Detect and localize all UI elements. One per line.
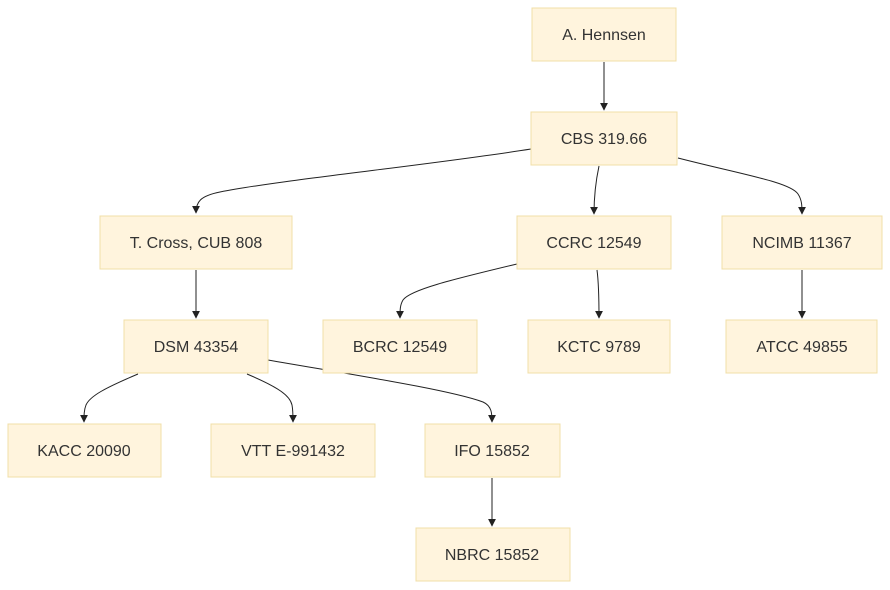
- edge-cbs-ncimb: [677, 157, 806, 215]
- node-cross-label: T. Cross, CUB 808: [130, 235, 263, 252]
- node-ncimb: NCIMB 11367: [721, 215, 883, 270]
- node-kacc: KACC 20090: [7, 423, 162, 478]
- node-kctc: KCTC 9789: [527, 319, 671, 374]
- node-atcc-label: ATCC 49855: [756, 339, 847, 356]
- node-dsm: DSM 43354: [123, 319, 269, 374]
- node-bcrc: BCRC 12549: [322, 319, 478, 374]
- node-ncimb-label: NCIMB 11367: [752, 235, 851, 252]
- node-vtt: VTT E-991432: [210, 423, 376, 478]
- node-atcc: ATCC 49855: [725, 319, 878, 374]
- edge-dsm-vtt: [246, 373, 297, 423]
- node-hennsen-label: A. Hennsen: [562, 27, 646, 44]
- node-cross: T. Cross, CUB 808: [99, 215, 293, 270]
- edge-ccrc-kctc: [594, 269, 603, 319]
- edge-cbs-ccrc: [590, 165, 600, 215]
- node-ccrc: CCRC 12549: [516, 215, 672, 270]
- node-ifo-label: IFO 15852: [454, 443, 530, 460]
- node-bcrc-label: BCRC 12549: [353, 339, 447, 356]
- node-kacc-label: KACC 20090: [37, 443, 130, 460]
- edge-cbs-cross: [192, 148, 532, 214]
- node-vtt-label: VTT E-991432: [241, 443, 345, 460]
- node-ccrc-label: CCRC 12549: [546, 235, 641, 252]
- edge-ccrc-bcrc: [396, 263, 518, 319]
- node-cbs-label: CBS 319.66: [561, 131, 647, 148]
- node-kctc-label: KCTC 9789: [557, 339, 641, 356]
- node-cbs: CBS 319.66: [530, 111, 678, 166]
- node-nbrc: NBRC 15852: [415, 527, 571, 582]
- node-hennsen: A. Hennsen: [531, 7, 677, 62]
- edge-dsm-kacc: [80, 373, 139, 423]
- node-nbrc-label: NBRC 15852: [445, 547, 539, 564]
- node-ifo: IFO 15852: [424, 423, 561, 478]
- node-dsm-label: DSM 43354: [154, 339, 239, 356]
